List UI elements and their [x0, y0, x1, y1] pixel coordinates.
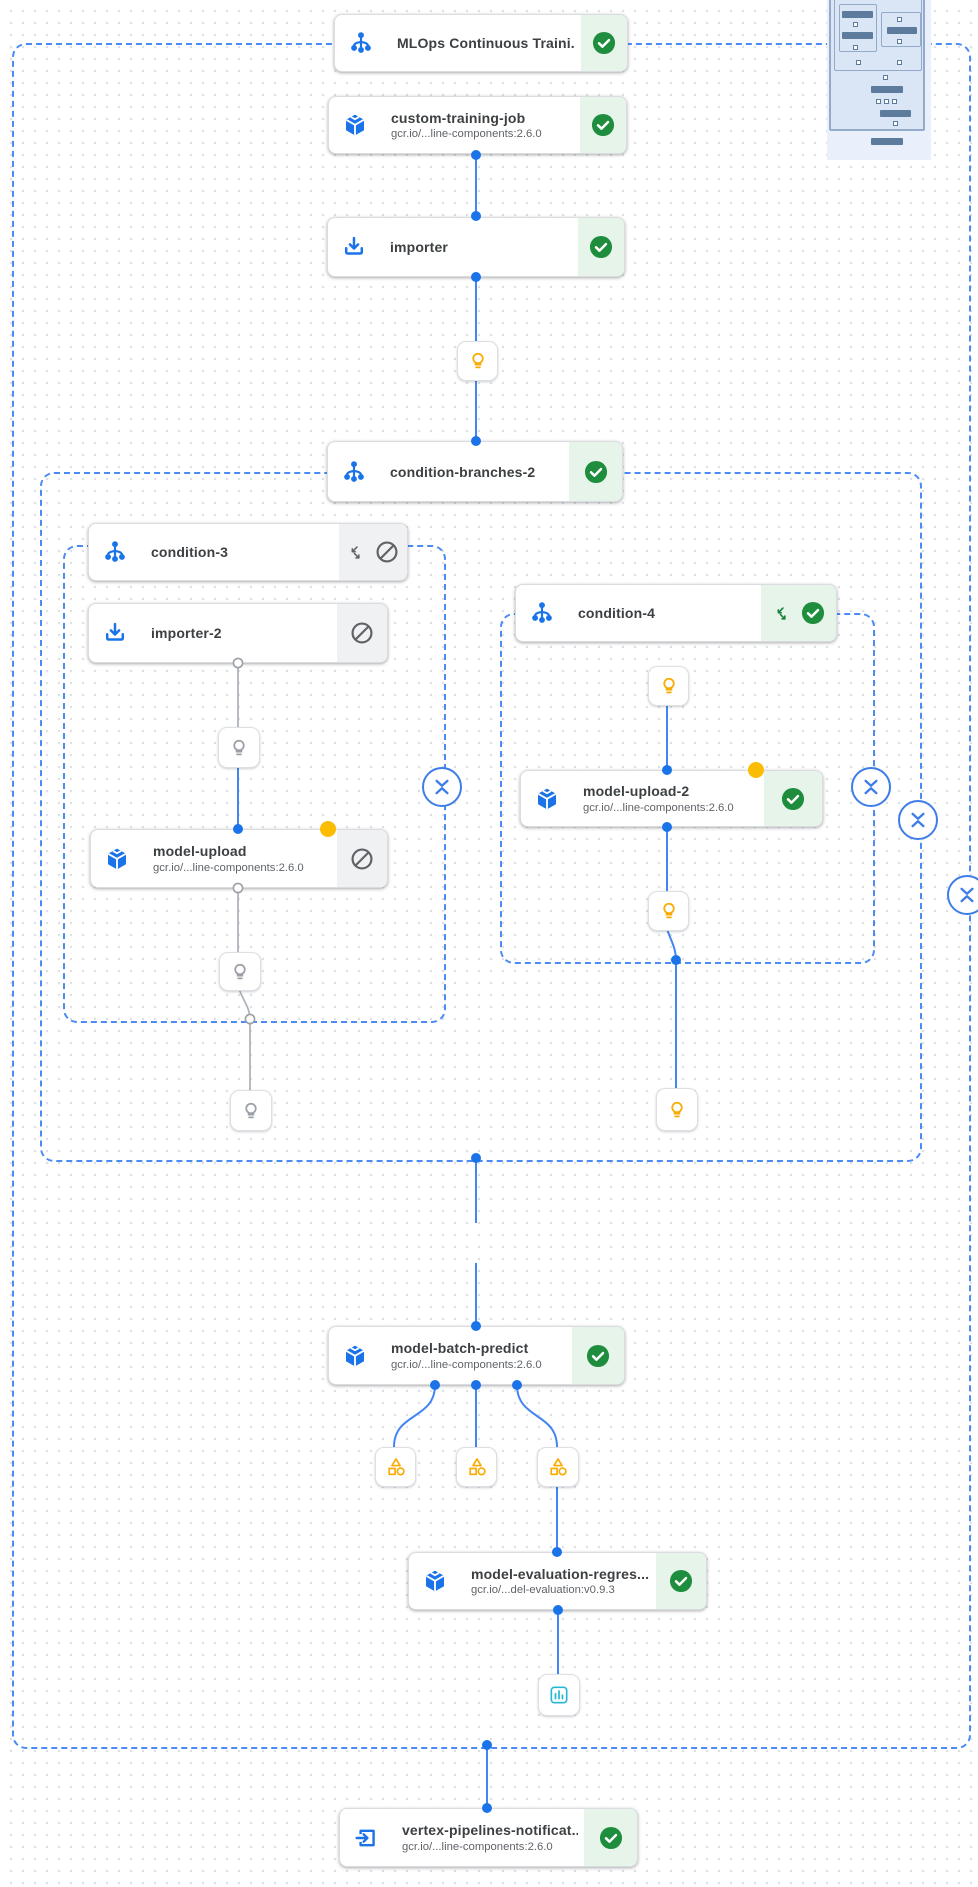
node-condition-4[interactable]: condition-4	[515, 584, 837, 642]
artifact-generic[interactable]	[375, 1447, 416, 1487]
status-section	[569, 442, 622, 501]
artifact-lightbulb-skipped[interactable]	[218, 727, 260, 768]
node-title: model-upload	[153, 843, 247, 860]
node-title: model-upload-2	[583, 783, 690, 800]
lightbulb-icon	[658, 675, 680, 697]
node-subtitle: gcr.io/...line-components:2.6.0	[391, 1358, 542, 1371]
lightbulb-icon	[658, 900, 680, 922]
collapse-node-icon[interactable]	[346, 543, 365, 562]
lightbulb-icon	[467, 350, 489, 372]
node-mlops-continuous-training[interactable]: MLOps Continuous Traini...	[334, 14, 628, 72]
workflow-icon	[341, 459, 367, 485]
node-vertex-pipelines-notification[interactable]: vertex-pipelines-notificat... gcr.io/...…	[339, 1808, 638, 1867]
status-section	[580, 97, 626, 153]
chevrons-collapse-icon	[424, 767, 460, 807]
check-circle-icon	[800, 600, 826, 626]
node-title: condition-branches-2	[390, 463, 536, 480]
skipped-icon	[349, 620, 375, 646]
node-title: MLOps Continuous Traini...	[397, 35, 575, 51]
artifact-lightbulb[interactable]	[656, 1088, 698, 1131]
artifact-shapes-icon	[385, 1456, 407, 1478]
node-title: importer	[390, 239, 448, 255]
node-subtitle: gcr.io/...line-components:2.6.0	[402, 1840, 553, 1853]
lightbulb-icon	[666, 1099, 688, 1121]
node-title: model-evaluation-regres...	[471, 1565, 650, 1582]
workflow-icon	[529, 600, 555, 626]
node-custom-training-job[interactable]: custom-training-job gcr.io/...line-compo…	[328, 96, 627, 154]
check-circle-icon	[583, 459, 609, 485]
node-model-evaluation-regression[interactable]: model-evaluation-regres... gcr.io/...del…	[408, 1552, 707, 1610]
status-section	[656, 1553, 706, 1609]
metrics-chart-icon	[548, 1684, 570, 1706]
artifact-lightbulb[interactable]	[648, 891, 689, 931]
collapse-group-button[interactable]	[947, 875, 978, 915]
status-section	[584, 1809, 637, 1866]
node-model-upload[interactable]: model-upload gcr.io/...line-components:2…	[90, 829, 388, 888]
collapse-node-icon[interactable]	[772, 604, 791, 623]
node-title: model-batch-predict	[391, 1340, 529, 1357]
skipped-icon	[349, 846, 375, 872]
node-model-batch-predict[interactable]: model-batch-predict gcr.io/...line-compo…	[328, 1326, 625, 1385]
check-circle-icon	[780, 786, 806, 812]
importer-icon	[102, 620, 128, 646]
node-title: condition-4	[578, 605, 656, 621]
status-section	[339, 524, 407, 580]
artifact-generic[interactable]	[537, 1447, 579, 1487]
check-circle-icon	[598, 1825, 624, 1851]
minimap[interactable]	[827, 0, 931, 160]
node-condition-3[interactable]: condition-3	[88, 523, 408, 581]
node-subtitle: gcr.io/...line-components:2.6.0	[153, 861, 304, 874]
collapse-group-button[interactable]	[898, 800, 938, 840]
lightbulb-icon	[240, 1100, 262, 1122]
container-icon	[342, 112, 368, 138]
check-circle-icon	[585, 1343, 611, 1369]
collapse-group-button[interactable]	[851, 767, 891, 807]
node-importer-2[interactable]: importer-2	[88, 603, 388, 663]
artifact-lightbulb[interactable]	[457, 341, 498, 381]
status-section	[337, 604, 387, 662]
node-title: importer-2	[151, 625, 222, 641]
chevrons-collapse-icon	[853, 767, 889, 807]
node-subtitle: gcr.io/...line-components:2.6.0	[583, 801, 734, 814]
collapse-group-button[interactable]	[422, 767, 462, 807]
node-condition-branches-2[interactable]: condition-branches-2	[327, 441, 623, 502]
container-icon	[534, 786, 560, 812]
artifact-shapes-icon	[547, 1456, 569, 1478]
node-subtitle: gcr.io/...line-components:2.6.0	[391, 128, 542, 141]
check-circle-icon	[590, 112, 616, 138]
container-icon	[422, 1568, 448, 1594]
container-icon	[342, 1343, 368, 1369]
status-section	[572, 1327, 624, 1384]
artifact-lightbulb-skipped[interactable]	[219, 952, 261, 991]
check-circle-icon	[668, 1568, 694, 1594]
node-subtitle: gcr.io/...del-evaluation:v0.9.3	[471, 1584, 615, 1597]
importer-icon	[341, 234, 367, 260]
node-title: custom-training-job	[391, 109, 526, 126]
chevrons-collapse-icon	[949, 875, 978, 915]
status-section	[764, 771, 822, 826]
node-model-upload-2[interactable]: model-upload-2 gcr.io/...line-components…	[520, 770, 823, 827]
chevrons-collapse-icon	[900, 800, 936, 840]
node-title: vertex-pipelines-notificat...	[402, 1822, 578, 1839]
status-section	[337, 830, 387, 887]
status-section	[581, 15, 627, 71]
check-circle-icon	[588, 234, 614, 260]
check-circle-icon	[591, 30, 617, 56]
lightbulb-icon	[229, 961, 251, 983]
node-importer[interactable]: importer	[327, 217, 625, 277]
artifact-lightbulb-skipped[interactable]	[230, 1090, 272, 1131]
artifact-metrics[interactable]	[538, 1674, 580, 1716]
skipped-icon	[374, 539, 400, 565]
node-title: condition-3	[151, 544, 229, 560]
exit-icon	[353, 1825, 379, 1851]
artifact-lightbulb[interactable]	[648, 666, 689, 706]
artifact-shapes-icon	[466, 1456, 488, 1478]
status-section	[761, 585, 836, 641]
status-section	[578, 218, 624, 276]
lightbulb-icon	[228, 737, 250, 759]
artifact-generic[interactable]	[456, 1447, 497, 1487]
workflow-icon	[348, 30, 374, 56]
container-icon	[104, 846, 130, 872]
workflow-icon	[102, 539, 128, 565]
